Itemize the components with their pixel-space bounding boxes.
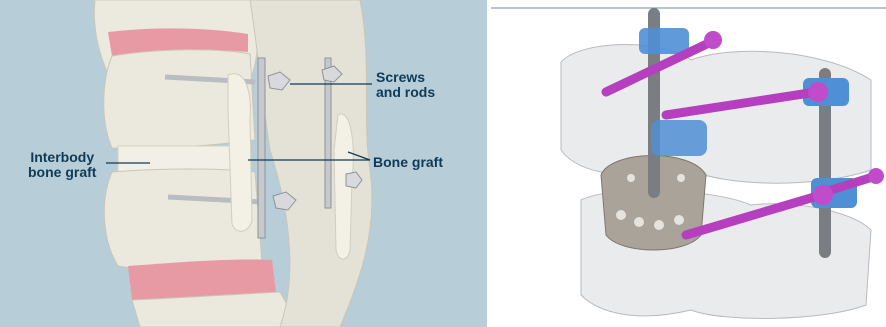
hardware-drawing [491,0,886,327]
rod-front [258,58,265,238]
label-screws-and-rods: Screws and rods [376,70,435,100]
label-bone-graft: Bone graft [373,155,443,170]
label-interbody-bone-graft: Interbody bone graft [28,150,96,180]
spinal-fusion-illustration: Screws and rods Bone graft Interbody bon… [0,0,487,327]
fusion-hardware-rendering [491,0,886,327]
interbody-bone-graft [118,146,230,172]
connector-mid-left [651,120,707,156]
bone-graft-strip-front [228,74,252,232]
connector-upper-left [639,28,689,54]
